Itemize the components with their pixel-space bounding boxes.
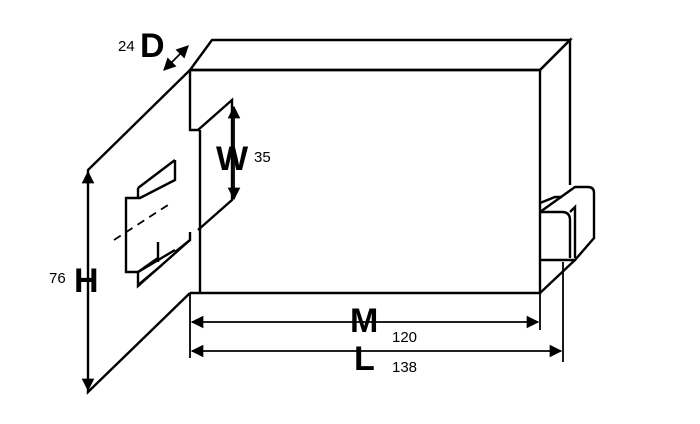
- mount-length-value: 120: [392, 329, 417, 346]
- dimension-depth: D 24: [118, 27, 189, 71]
- height-value: 76: [49, 270, 66, 287]
- width-value: 35: [254, 149, 271, 166]
- depth-letter: D: [140, 27, 165, 65]
- dimension-length: L 138: [189, 262, 564, 378]
- depth-value: 24: [118, 38, 135, 55]
- din-rail-mount: [86, 69, 234, 395]
- length-letter: L: [354, 340, 375, 378]
- dimension-mount-length: M 120: [189, 293, 541, 346]
- mount-length-letter: M: [350, 302, 378, 340]
- height-letter: H: [74, 262, 99, 300]
- dimension-height: H 76: [49, 170, 99, 392]
- enclosure-body: [187, 37, 576, 295]
- terminal-connector: [539, 185, 596, 262]
- length-value: 138: [392, 359, 417, 376]
- dimension-width: W 35: [216, 105, 271, 201]
- width-letter: W: [216, 140, 249, 178]
